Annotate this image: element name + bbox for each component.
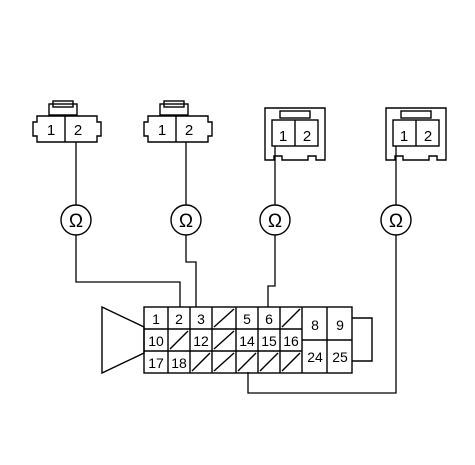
pin-label: 5 [243,311,251,327]
pin-label: 14 [239,333,255,349]
ohmmeter-a: Ω [60,204,92,236]
wire-d-to-pin-14 [247,235,397,394]
connector-a: 1 2 [32,100,102,143]
connector-c-pin-2: 2 [303,128,311,145]
pin-label: 2 [175,311,183,327]
ohm-icon: Ω [268,211,282,232]
connector-c: 1 2 [264,107,326,161]
connector-a-pin-2: 2 [74,122,82,139]
pin-label: 24 [307,349,323,365]
pin-label: 25 [332,349,348,365]
ohm-icon: Ω [69,211,83,232]
wire-b-to-pin-3 [185,235,197,307]
wire-c-to-pin-6 [267,235,276,307]
pin-label: 17 [148,355,164,371]
connector-d-pin-1: 1 [400,128,408,145]
ohmmeter-b: Ω [170,204,202,236]
connector-b-pin-1: 1 [158,122,166,139]
connector-b-pin-2: 2 [185,122,193,139]
connector-d-pin-2: 2 [424,128,432,145]
ohmmeter-d: Ω [380,204,412,236]
pin-label: 1 [152,311,160,327]
pin-label: 15 [261,333,277,349]
connector-a-pin-1: 1 [47,122,55,139]
pin-label: 10 [148,333,164,349]
connector-d: 1 2 [385,107,447,161]
pin-label: 6 [265,311,273,327]
connector-b: 1 2 [143,100,213,143]
pin-label: 12 [193,333,209,349]
pin-label: 8 [311,317,319,333]
pin-label: 3 [197,311,205,327]
pin-label: 18 [171,355,187,371]
wire-a-to-pin-2 [75,235,181,307]
ohm-icon: Ω [389,211,403,232]
main-connector: 1 2 3 5 6 8 9 10 12 14 15 16 24 25 17 18 [101,305,373,375]
ohm-icon: Ω [179,211,193,232]
pin-label: 9 [336,317,344,333]
pin-label: 16 [283,333,299,349]
ohmmeter-c: Ω [259,204,291,236]
connector-c-pin-1: 1 [279,128,287,145]
